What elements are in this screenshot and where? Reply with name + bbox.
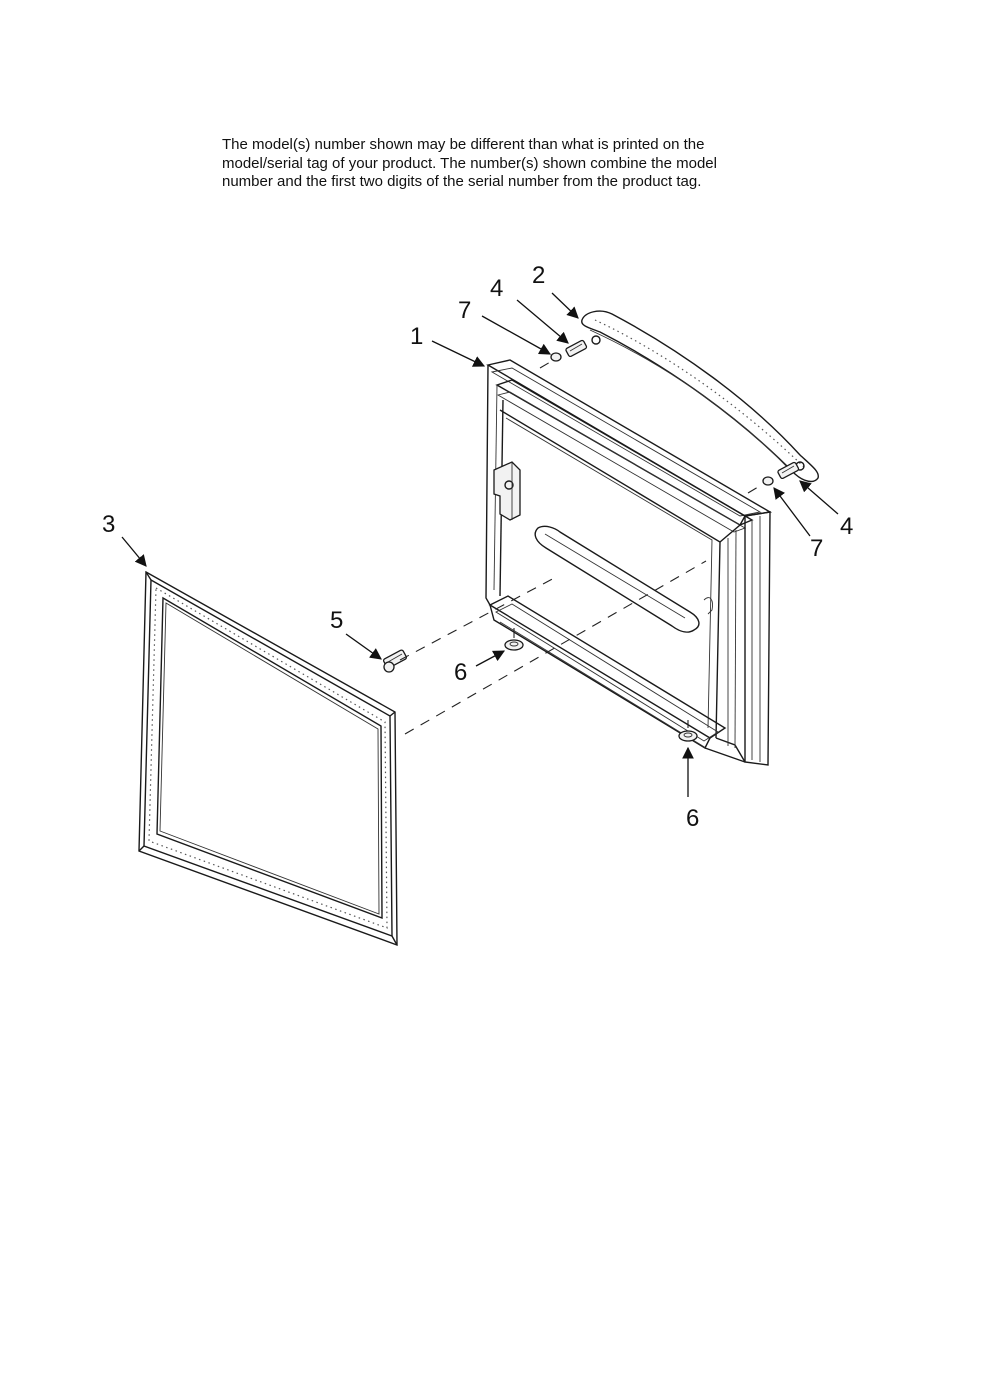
callout-5-door-stop-screw: 5 [330, 607, 343, 634]
freezer-door [485, 359, 773, 766]
door-bushing-left [504, 639, 524, 651]
model-number-notice: The model(s) number shown may be differe… [222, 136, 822, 192]
callout-7-spacer-top: 7 [458, 297, 471, 324]
callout-6-bushing-left: 6 [454, 659, 467, 686]
callout-6-bushing-right: 6 [686, 805, 699, 832]
door-gasket [138, 570, 398, 947]
handle-spacer-top [550, 352, 562, 362]
callout-1-door: 1 [410, 323, 423, 350]
callout-3-gasket: 3 [102, 511, 115, 538]
notice-line-3: number and the first two digits of the s… [222, 173, 702, 190]
callout-4-handle-screw-right: 4 [840, 513, 853, 540]
notice-line-1: The model(s) number shown may be differe… [222, 136, 705, 153]
callout-2-handle: 2 [532, 262, 545, 289]
door-handle [581, 310, 819, 483]
callout-4-handle-screw-top: 4 [490, 275, 503, 302]
handle-screw-right [777, 461, 800, 480]
handle-spacer-right [762, 476, 774, 486]
door-bushing-right [678, 730, 698, 742]
notice-line-2: model/serial tag of your product. The nu… [222, 154, 717, 172]
door-stop-screw [382, 649, 408, 673]
callout-7-spacer-right: 7 [810, 535, 823, 562]
handle-screw-top [565, 339, 588, 358]
